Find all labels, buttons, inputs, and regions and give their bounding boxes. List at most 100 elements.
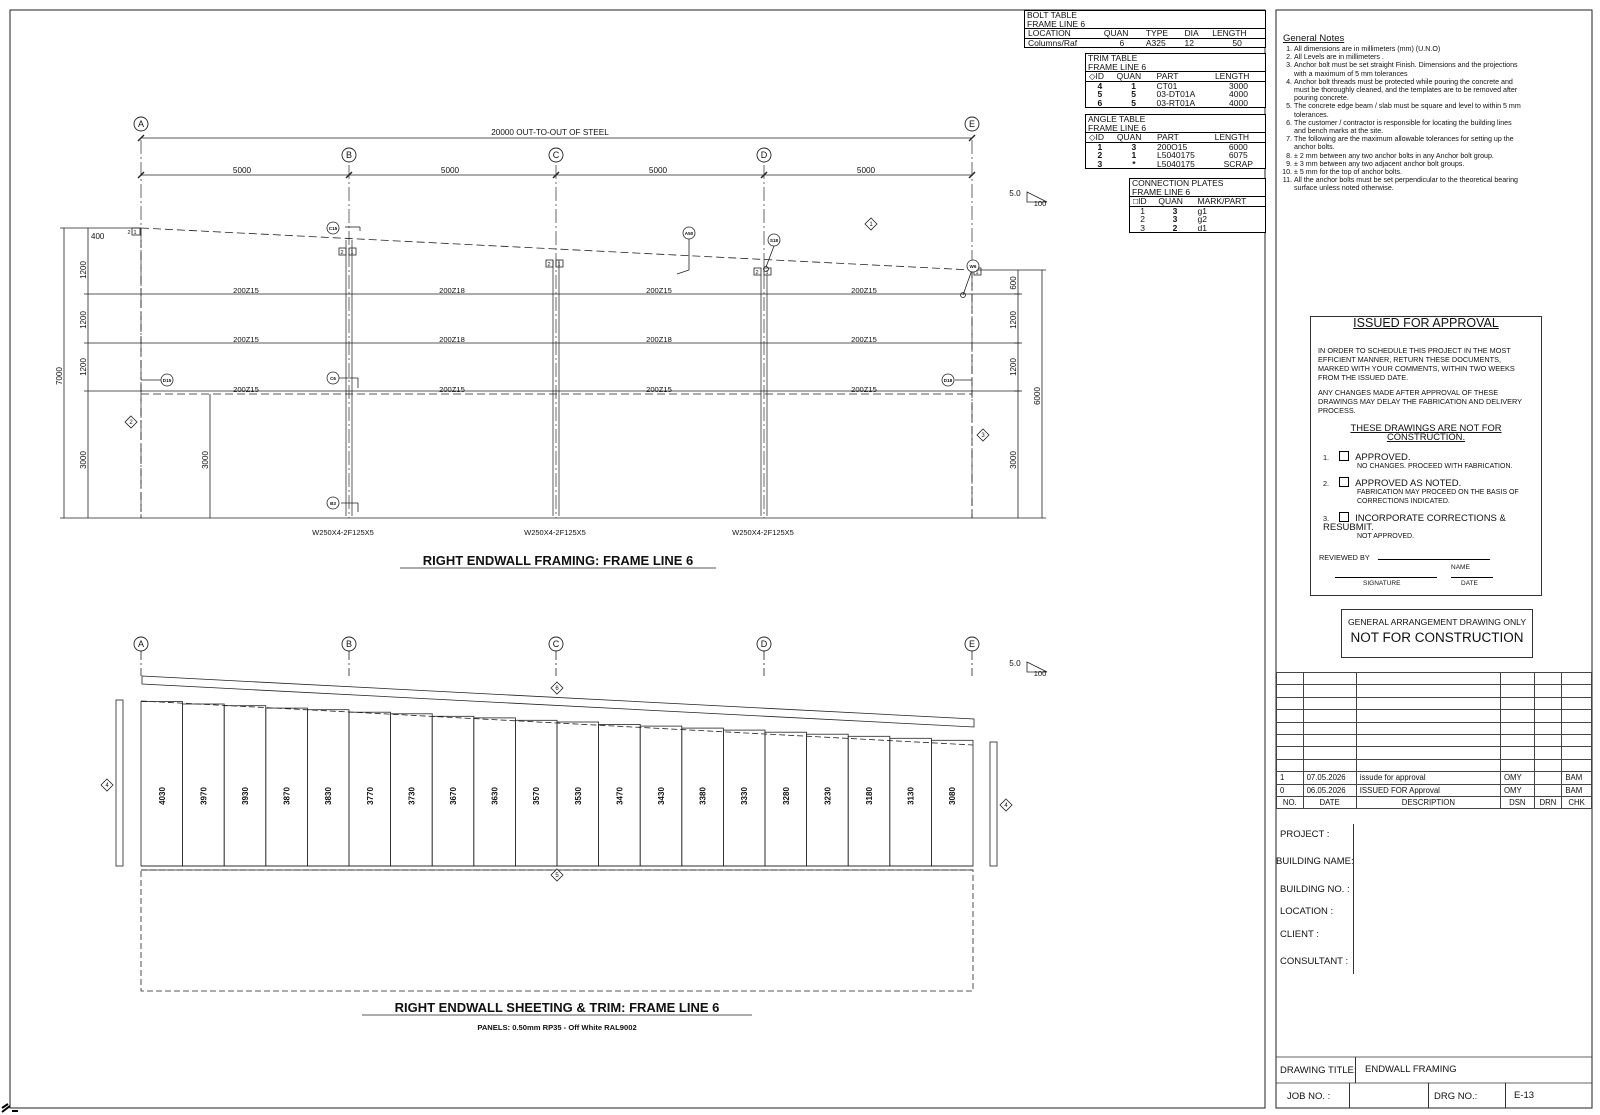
option-sublabel: FABRICATION MAY PROCEED ON THE BASIS OF … bbox=[1357, 489, 1519, 505]
grid-label: A bbox=[138, 639, 144, 649]
girt-label: 200Z15 bbox=[233, 286, 259, 295]
column-label: W250X4-2F125X5 bbox=[524, 528, 586, 537]
sheeting-grid-bubbles bbox=[133, 636, 980, 652]
table-cell: 6 bbox=[1097, 97, 1103, 108]
date-label: DATE bbox=[1461, 580, 1478, 587]
table-cell: 4 bbox=[1097, 80, 1103, 91]
title-block-rules bbox=[1276, 1056, 1592, 1084]
sheeting-diamonds bbox=[100, 681, 1013, 882]
column-header: QUAN bbox=[1113, 71, 1154, 82]
girt-label: 200Z18 bbox=[439, 286, 465, 295]
table-cell: issude for approval bbox=[1355, 771, 1501, 785]
table-cell: 1 bbox=[1276, 771, 1304, 785]
table-cell: 0 bbox=[1276, 783, 1304, 797]
column-header: NO. bbox=[1276, 795, 1304, 810]
table-cell bbox=[1533, 771, 1563, 785]
left-dimension: 1200 bbox=[79, 358, 88, 376]
sheeting-title: RIGHT ENDWALL SHEETING & TRIM: FRAME LIN… bbox=[395, 1000, 720, 1015]
option-label: INCORPORATE CORRECTIONS & RESUBMIT. bbox=[1323, 513, 1506, 533]
grid-label: B bbox=[346, 150, 352, 160]
table-cell: 6000 bbox=[1228, 141, 1248, 152]
bay-dimension: 5000 bbox=[441, 166, 460, 175]
note-item: ± 3 mm between any two adjacent anchor b… bbox=[1294, 160, 1523, 168]
mark: 1 bbox=[133, 230, 136, 236]
diamond-label: 2 bbox=[129, 420, 133, 426]
title-block-border bbox=[1275, 9, 1593, 1109]
bay-dimension: 5000 bbox=[857, 166, 876, 175]
note-item: ± 5 mm for the top of anchor bolts. bbox=[1294, 168, 1523, 176]
panel-length-label: 3130 bbox=[907, 787, 916, 805]
panel-length-label: 3530 bbox=[574, 787, 583, 805]
mark: 1 bbox=[557, 262, 560, 268]
framing-grid-letters: A B C D E bbox=[138, 119, 975, 160]
panel-length-label: 3380 bbox=[699, 787, 708, 805]
table-cell: 3 bbox=[1097, 158, 1103, 169]
grid-label: C bbox=[553, 150, 560, 160]
approval-option: 2.APPROVED AS NOTED. FABRICATION MAY PRO… bbox=[1323, 477, 1541, 506]
panel-length-label: 4030 bbox=[158, 787, 167, 805]
client-label: CLIENT : bbox=[1280, 929, 1319, 940]
member-tags bbox=[160, 221, 980, 510]
column-header: DSN bbox=[1499, 795, 1535, 810]
not-for-construction-warning: THESE DRAWINGS ARE NOT FOR CONSTRUCTION. bbox=[1350, 422, 1502, 442]
location-label: LOCATION : bbox=[1280, 906, 1334, 917]
table-cell: 1 bbox=[1097, 141, 1103, 152]
mark: 2 bbox=[340, 250, 343, 256]
mark: 2 bbox=[127, 230, 130, 236]
member-tag: C6 bbox=[330, 376, 336, 381]
member-tag: B3 bbox=[330, 501, 336, 506]
left-total-dimension: 7000 bbox=[55, 367, 64, 385]
table-cell: g1 bbox=[1197, 205, 1207, 216]
approved-as-noted-checkbox[interactable] bbox=[1339, 477, 1350, 487]
top-offset-dimension: 400 bbox=[91, 232, 105, 241]
bay-dimension: 5000 bbox=[649, 166, 668, 175]
slope-rise: 5.0 bbox=[1009, 189, 1021, 198]
note-item: The following are the maximum allowable … bbox=[1294, 135, 1523, 151]
table-cell: 3 bbox=[1131, 141, 1137, 152]
grid-label: E bbox=[969, 639, 975, 649]
option-label: APPROVED. bbox=[1355, 452, 1411, 463]
table-cell: OMY bbox=[1499, 783, 1535, 797]
project-info: PROJECT : BUILDING NAME: BUILDING NO. : … bbox=[1276, 824, 1592, 974]
table-cell: 03-DT01A bbox=[1156, 89, 1196, 99]
table-cell: CT01 bbox=[1156, 80, 1178, 91]
general-notes: General Notes All dimensions are in mill… bbox=[1283, 33, 1523, 193]
option-number: 2. bbox=[1323, 479, 1330, 488]
grid-label: C bbox=[553, 639, 560, 649]
option-number: 1. bbox=[1323, 453, 1330, 462]
member-tag: A50 bbox=[685, 231, 694, 236]
approval-option: 1.APPROVED. NO CHANGES. PROCEED WITH FAB… bbox=[1323, 451, 1541, 471]
girt-label: 200Z18 bbox=[646, 335, 672, 344]
right-dimension: 1200 bbox=[1009, 358, 1018, 376]
drg-no: E-13 bbox=[1514, 1090, 1535, 1101]
right-dimension: 1200 bbox=[1009, 311, 1018, 329]
left-dimension: 1200 bbox=[79, 311, 88, 329]
approval-title: ISSUED FOR APPROVAL bbox=[1353, 316, 1499, 330]
diamond-label: 4 bbox=[105, 783, 109, 789]
table-cell: Columns/Raf bbox=[1028, 37, 1078, 48]
diamond-label: 3 bbox=[981, 433, 985, 439]
panel-length-label: 3470 bbox=[615, 787, 624, 805]
member-tag: S18 bbox=[770, 238, 779, 243]
table-cell: BAM bbox=[1561, 771, 1592, 785]
column-header: LOCATION bbox=[1024, 28, 1101, 39]
building-name-label: BUILDING NAME: bbox=[1276, 856, 1354, 867]
resubmit-checkbox[interactable] bbox=[1339, 512, 1350, 522]
table-cell: 3000 bbox=[1229, 80, 1248, 91]
girt-label: 200Z18 bbox=[439, 335, 465, 344]
table-cell: 200O15 bbox=[1156, 141, 1188, 152]
table-cell: 5 bbox=[1131, 89, 1136, 99]
table-cell: BAM bbox=[1561, 783, 1592, 797]
note-item: ± 2 mm between any two anchor bolts in a… bbox=[1294, 152, 1523, 160]
table-cell: 5 bbox=[1131, 97, 1136, 108]
sheeting-panel bbox=[140, 701, 183, 867]
left-dimension: 1200 bbox=[79, 261, 88, 279]
column-header: PART bbox=[1153, 132, 1212, 143]
column-header: DRN bbox=[1533, 795, 1563, 810]
girt-label: 200Z15 bbox=[851, 286, 877, 295]
approved-checkbox[interactable] bbox=[1339, 451, 1350, 461]
